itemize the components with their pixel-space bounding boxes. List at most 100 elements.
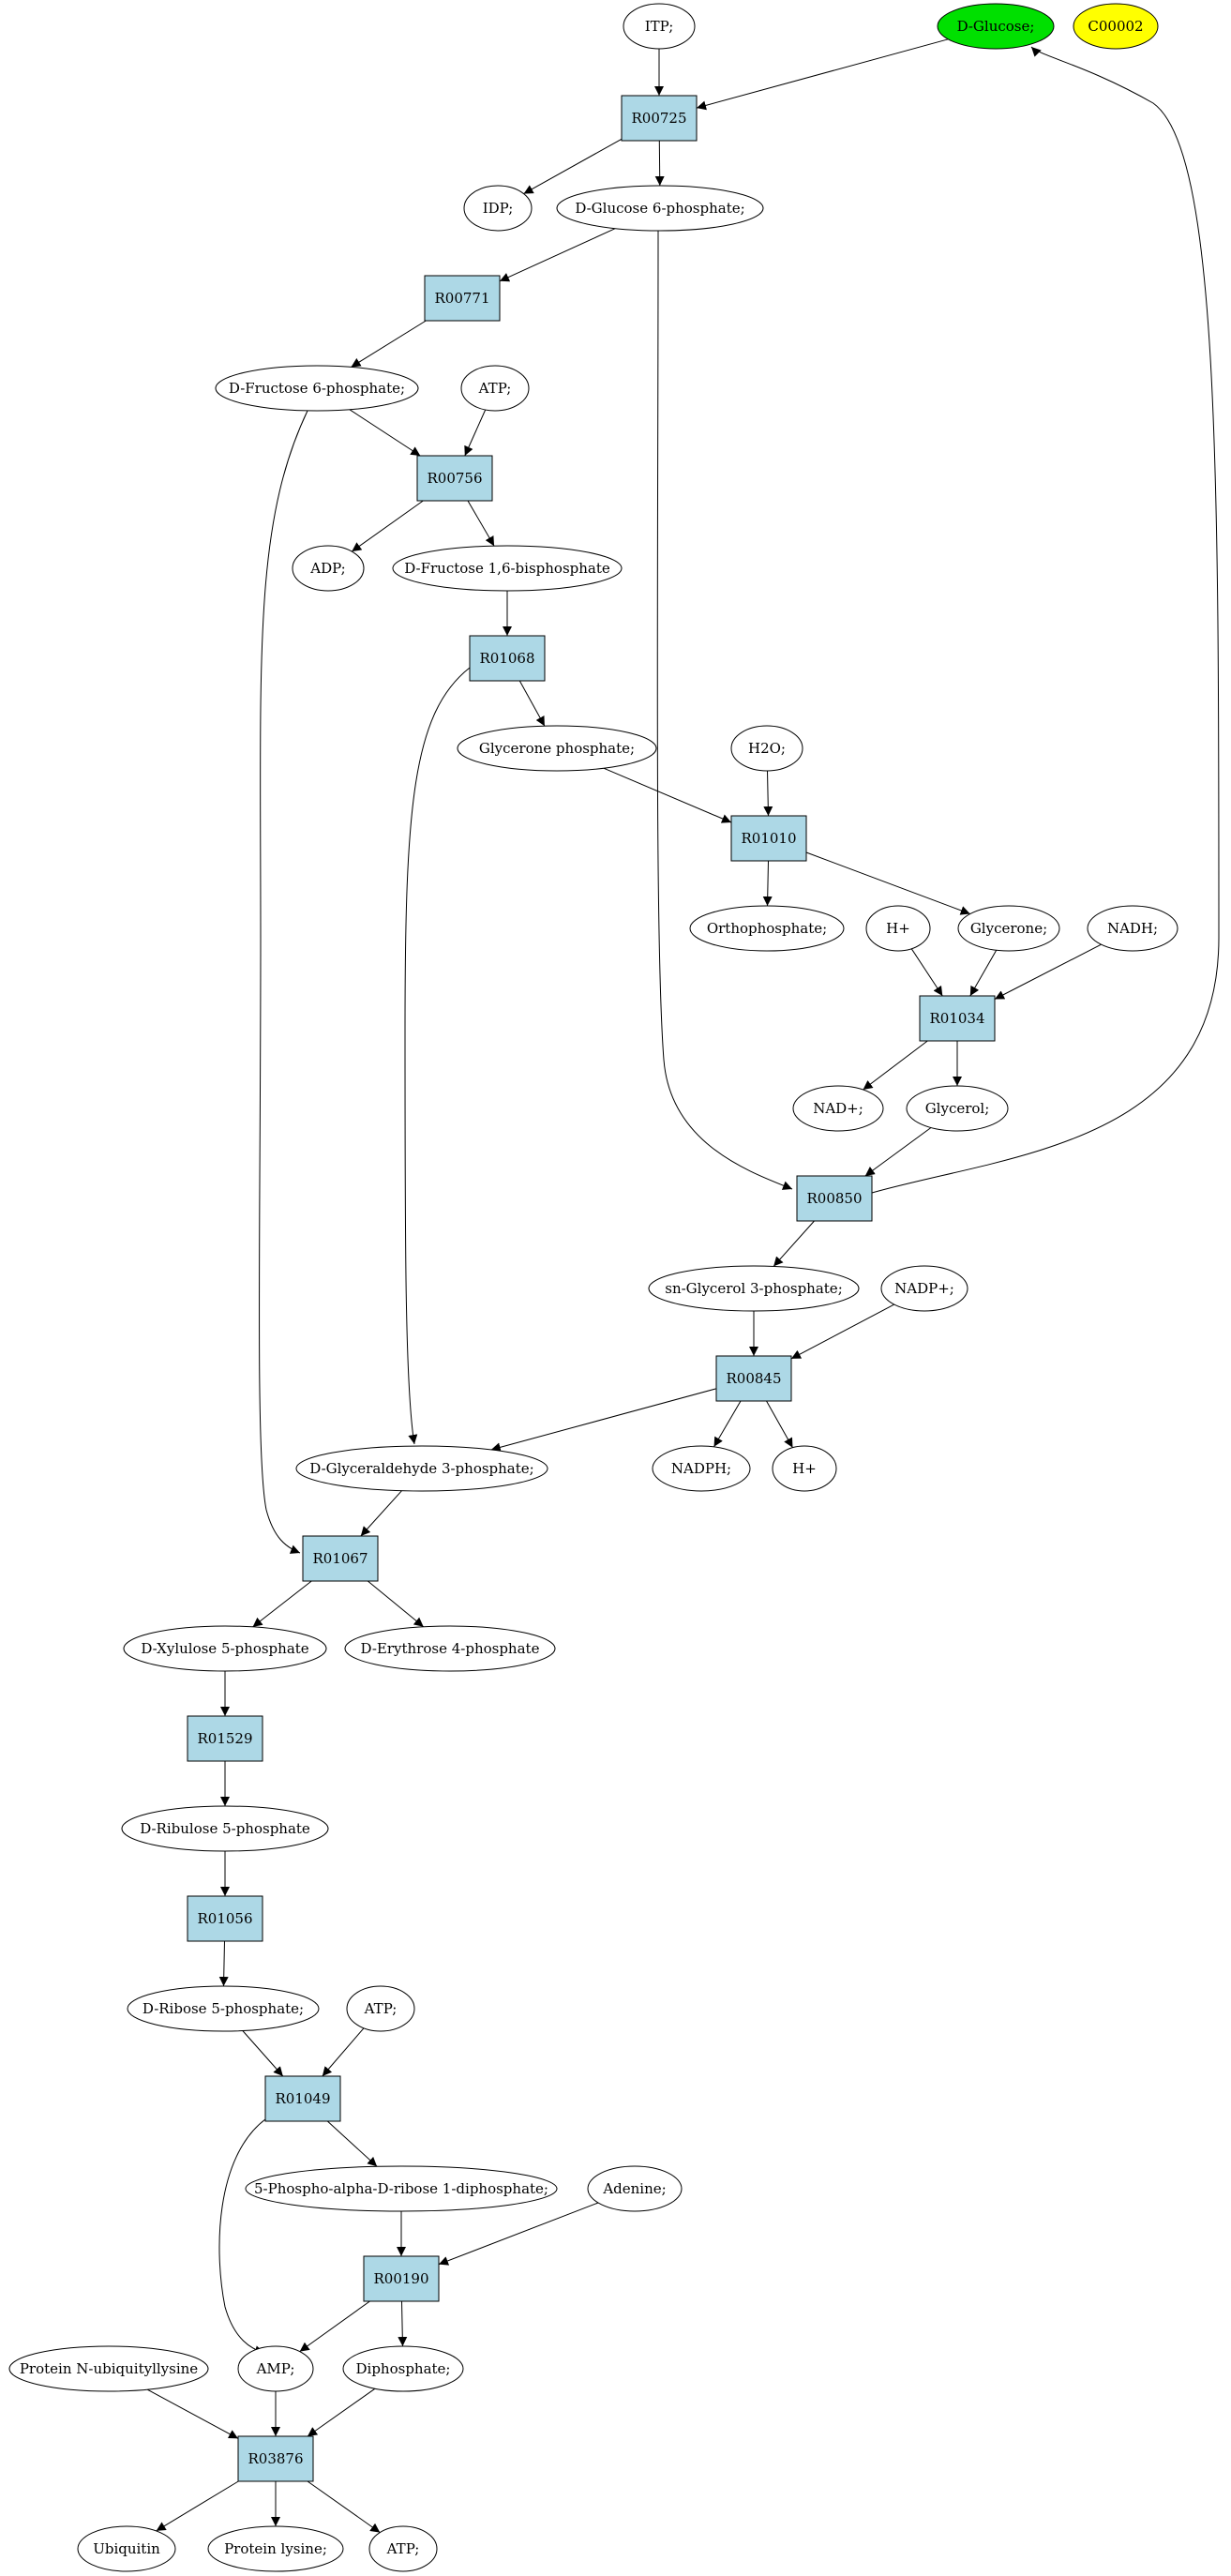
compound-ellipse bbox=[346, 1985, 415, 2032]
compound-ellipse bbox=[587, 2165, 683, 2212]
node-label: R00850 bbox=[806, 1190, 862, 1207]
compound-node-fructose16bp: D-Fructose 1,6-bisphosphate bbox=[392, 545, 623, 592]
compound-ellipse bbox=[463, 185, 533, 232]
compound-ellipse bbox=[865, 905, 931, 952]
compound-ellipse bbox=[648, 1265, 860, 1312]
node-label: Orthophosphate; bbox=[707, 920, 827, 937]
compound-node-nadplus: NAD+; bbox=[792, 1085, 884, 1132]
compound-node-ribulose5p: D-Ribulose 5-phosphate bbox=[121, 1805, 329, 1852]
reaction-box bbox=[416, 455, 493, 502]
compound-node-adenine: Adenine; bbox=[587, 2165, 683, 2212]
compound-node-ubiquitin: Ubiquitin bbox=[77, 2525, 176, 2572]
reaction-box bbox=[621, 95, 698, 142]
reaction-node-r01034: R01034 bbox=[919, 995, 996, 1042]
node-label: D-Fructose 1,6-bisphosphate bbox=[404, 560, 610, 577]
compound-node-hplus2: H+ bbox=[772, 1445, 837, 1492]
compound-ellipse bbox=[295, 1445, 548, 1492]
edge-r01067-to-xylulose5p bbox=[252, 1580, 312, 1628]
node-label: D-Glucose; bbox=[957, 18, 1035, 35]
node-label: 5-Phospho-alpha-D-ribose 1-diphosphate; bbox=[254, 2180, 548, 2197]
compound-node-orthophosphate: Orthophosphate; bbox=[689, 905, 845, 952]
node-label: H+ bbox=[792, 1460, 817, 1477]
compound-node-itp: ITP; bbox=[623, 3, 696, 50]
edge-nadh-to-r01034 bbox=[994, 943, 1102, 1000]
reaction-node-r00725: R00725 bbox=[621, 95, 698, 142]
edge-r00756-to-adp bbox=[351, 500, 424, 552]
reaction-node-r01010: R01010 bbox=[730, 815, 807, 862]
compound-node-c00002: C00002 bbox=[1073, 3, 1159, 50]
compound-node-ribose5p: D-Ribose 5-phosphate; bbox=[127, 1985, 320, 2032]
reaction-node-r00845: R00845 bbox=[715, 1355, 792, 1402]
reaction-box bbox=[469, 635, 546, 682]
compound-node-fructose6p: D-Fructose 6-phosphate; bbox=[215, 365, 419, 412]
edge-r01034-to-nadplus bbox=[863, 1040, 928, 1091]
node-label: R03876 bbox=[248, 2450, 303, 2467]
edge-g3p-to-r01067 bbox=[360, 1490, 402, 1537]
compound-ellipse bbox=[652, 1445, 751, 1492]
compound-ellipse bbox=[292, 545, 365, 592]
edge-fructose6p-to-r01067 bbox=[259, 410, 308, 1554]
node-label: R01067 bbox=[312, 1550, 368, 1567]
node-label: R01049 bbox=[275, 2090, 330, 2107]
node-label: AMP; bbox=[256, 2360, 295, 2377]
edge-fructose6p-to-r00756 bbox=[349, 409, 421, 457]
node-label: D-Ribulose 5-phosphate bbox=[140, 1820, 310, 1837]
reaction-box bbox=[796, 1175, 873, 1222]
edge-adenine-to-r00190 bbox=[438, 2202, 599, 2266]
node-label: C00002 bbox=[1088, 18, 1143, 35]
edge-r00725-to-glucose6p bbox=[654, 140, 665, 187]
compound-node-atp3: ATP; bbox=[368, 2525, 438, 2572]
reaction-node-r01529: R01529 bbox=[187, 1715, 263, 1762]
node-label: R00845 bbox=[726, 1370, 781, 1387]
edge-r01068-to-g3p bbox=[404, 667, 471, 1445]
node-label: R01056 bbox=[197, 1910, 252, 1927]
compound-ellipse bbox=[937, 3, 1055, 50]
edge-r00850-to-d_glucose bbox=[871, 46, 1220, 1194]
compound-node-glycerone: Glycerone; bbox=[957, 905, 1060, 952]
node-label: H2O; bbox=[748, 740, 786, 757]
compound-ellipse bbox=[792, 1085, 884, 1132]
reaction-node-r00771: R00771 bbox=[424, 275, 501, 322]
compound-node-idp: IDP; bbox=[463, 185, 533, 232]
compound-ellipse bbox=[1087, 905, 1178, 952]
node-label: Glycerol; bbox=[925, 1100, 990, 1117]
edge-nadpplus-to-r00845 bbox=[790, 1303, 894, 1360]
reaction-box bbox=[187, 1715, 263, 1762]
reaction-box bbox=[264, 2075, 341, 2122]
reaction-node-r00190: R00190 bbox=[363, 2255, 440, 2302]
node-label: NAD+; bbox=[813, 1100, 863, 1117]
compound-ellipse bbox=[344, 1625, 556, 1672]
compound-ellipse bbox=[906, 1085, 1009, 1132]
edge-glycerol-to-r00850 bbox=[864, 1127, 932, 1177]
node-label: Adenine; bbox=[602, 2180, 666, 2197]
node-label: NADPH; bbox=[671, 1460, 731, 1477]
node-label: R00771 bbox=[434, 290, 489, 307]
edge-r03876-to-ubiquitin bbox=[156, 2480, 239, 2532]
edge-r00771-to-fructose6p bbox=[351, 320, 427, 368]
compound-node-glucose6p: D-Glucose 6-phosphate; bbox=[556, 185, 764, 232]
edge-r03876-to-atp3 bbox=[307, 2480, 381, 2534]
node-label: NADP+; bbox=[894, 1280, 954, 1297]
node-label: Glycerone; bbox=[970, 920, 1047, 937]
compound-ellipse bbox=[127, 1985, 320, 2032]
compound-node-hplus1: H+ bbox=[865, 905, 931, 952]
node-label: Protein N-ubiquityllysine bbox=[20, 2360, 198, 2377]
edge-r01067-to-erythrose4p bbox=[367, 1580, 425, 1628]
reaction-box bbox=[919, 995, 996, 1042]
reaction-edges bbox=[146, 38, 1220, 2534]
reaction-box bbox=[237, 2435, 314, 2482]
node-label: Ubiquitin bbox=[93, 2540, 160, 2557]
node-label: ATP; bbox=[364, 2000, 398, 2017]
compound-node-d_glucose: D-Glucose; bbox=[937, 3, 1055, 50]
edge-r00845-to-hplus2 bbox=[766, 1400, 793, 1448]
compound-ellipse bbox=[1073, 3, 1159, 50]
reaction-box bbox=[424, 275, 501, 322]
reaction-node-r01068: R01068 bbox=[469, 635, 546, 682]
node-label: ATP; bbox=[478, 380, 512, 397]
compound-ellipse bbox=[457, 725, 657, 772]
compound-ellipse bbox=[215, 365, 419, 412]
compound-ellipse bbox=[689, 905, 845, 952]
edge-diphosphate-to-r03876 bbox=[307, 2388, 376, 2437]
edge-r00850-to-sn_glycerol3p bbox=[773, 1220, 815, 1267]
